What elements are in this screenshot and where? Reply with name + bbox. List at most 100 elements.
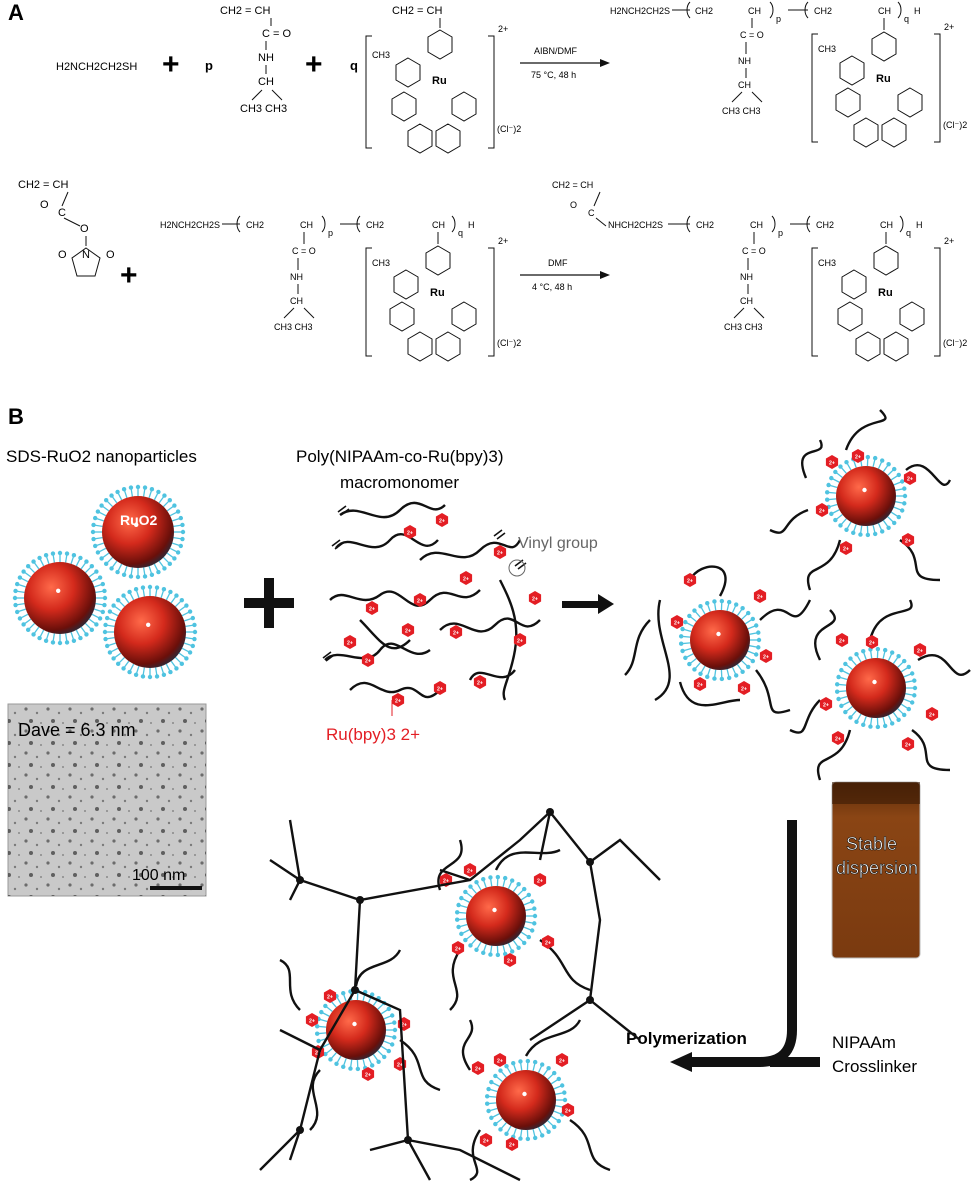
reagent-nipaam: NIPAAm xyxy=(832,1033,896,1052)
ru-complex-hexagon: 2+ xyxy=(825,455,839,469)
imide-oxygen: O xyxy=(106,249,115,261)
amide-nh-text: NH xyxy=(258,52,274,64)
polymer-chain xyxy=(868,599,913,641)
conditions-bottom: 75 °C, 48 h xyxy=(531,70,576,80)
np-ruo2-label: RuO2 xyxy=(120,512,158,528)
sds-ruo2-nanoparticle xyxy=(454,874,538,958)
decorated-nanoparticle: 2+2+2+2+2+2+ xyxy=(437,839,591,1011)
hex-charge-label: 2+ xyxy=(395,699,401,705)
ru-complex-hexagon: 2+ xyxy=(471,1061,485,1075)
polymer-chain xyxy=(498,579,518,701)
hex-charge-label: 2+ xyxy=(907,477,913,483)
hex-charge-label: 2+ xyxy=(839,639,845,645)
isopropyl-ch-text: CH xyxy=(290,296,303,306)
chain-end-h: H xyxy=(916,220,923,230)
macromonomer-reactant: H2NCH2CH2S CH2 CH p CH2 CH q H C = O NH … xyxy=(160,215,521,362)
subscript-q: q xyxy=(458,228,463,238)
ru-complex-hexagon: 2+ xyxy=(903,471,917,485)
decorated-nanoparticle: 2+2+2+2+2+2+ xyxy=(624,565,812,714)
backbone-ch: CH xyxy=(880,220,893,230)
polymer-title-line2: macromonomer xyxy=(340,473,459,492)
hex-charge-label: 2+ xyxy=(559,1059,565,1065)
hex-charge-label: 2+ xyxy=(347,641,353,647)
ru-complex-hexagon: 2+ xyxy=(831,731,845,745)
hex-charge-label: 2+ xyxy=(455,947,461,953)
polymer-chain xyxy=(339,501,446,519)
backbone-ch: CH xyxy=(748,6,761,16)
counter-ion-label: (Cl⁻)2 xyxy=(943,120,967,130)
hex-charge-label: 2+ xyxy=(509,1143,515,1149)
polymer-chain xyxy=(469,1129,481,1182)
ru-complex-hexagon: 2+ xyxy=(925,707,939,721)
ru-center: Ru xyxy=(430,287,445,299)
vinyl-end xyxy=(337,505,350,516)
hex-charge-label: 2+ xyxy=(835,737,841,743)
charge-label: 2+ xyxy=(944,22,954,32)
polymer-chain xyxy=(329,589,481,607)
nipaam-monomer: CH2 = CH C = O NH CH CH3 CH3 xyxy=(220,5,291,115)
amide-linker-text: NHCH2CH2S xyxy=(608,220,663,230)
hex-charge-label: 2+ xyxy=(365,1073,371,1079)
ru-complex-hexagon: 2+ xyxy=(305,1013,319,1027)
conditions-bottom: 4 °C, 48 h xyxy=(532,282,572,292)
vinyl-group-text: CH2 = CH xyxy=(18,179,68,191)
sds-ruo2-nanoparticle xyxy=(102,584,198,680)
vinyl-end xyxy=(331,539,344,550)
ru-complex-hexagon: 2+ xyxy=(493,1053,507,1067)
hex-charge-label: 2+ xyxy=(757,595,763,601)
ru-complex-hexagon: 2+ xyxy=(737,681,751,695)
decorated-nanoparticle: 2+ 2+ 2+ 2+ 2+ 2+ xyxy=(461,1019,611,1182)
amide-nh-text: NH xyxy=(738,56,751,66)
polymer-chain xyxy=(816,729,852,781)
subscript-p: p xyxy=(776,14,781,24)
vinyl-end xyxy=(322,651,335,662)
coefficient-q: q xyxy=(350,58,358,73)
nanoparticle-layer: 2+2+2+2+2+2+2+2+2+2+2+2+2+2+2+2+2+2+2+2+… xyxy=(12,409,971,1182)
polymer-chain xyxy=(813,609,836,661)
ru-complex-hexagon: 2+ xyxy=(759,649,773,663)
ru-complex-hexagon: 2+ xyxy=(479,1133,493,1147)
ru-complex-hexagon: 2+ xyxy=(433,681,447,695)
backbone-ch2: CH2 xyxy=(696,220,714,230)
polymer-chain xyxy=(844,409,887,451)
macromonomer-product: H2NCH2CH2S CH2 CH p CH2 CH q H C = O NH … xyxy=(610,1,967,148)
ru-complex-hexagon: 2+ xyxy=(463,863,477,877)
ru-center: Ru xyxy=(432,75,447,87)
subscript-q: q xyxy=(904,14,909,24)
tem-scale-label: 100 nm xyxy=(132,867,185,884)
methyl-text: CH3 xyxy=(818,44,836,54)
polymer-chain xyxy=(309,1069,321,1131)
carbonyl-text: C = O xyxy=(742,246,766,256)
vial-label-line2: dispersion xyxy=(836,858,918,878)
polymer-chain xyxy=(769,508,809,534)
ru-complex-hexagon: 2+ xyxy=(913,643,927,657)
amide-nh-text: NH xyxy=(290,272,303,282)
hex-charge-label: 2+ xyxy=(497,1059,503,1065)
backbone-ch: CH xyxy=(432,220,445,230)
ru-bpy-label: Ru(bpy)3 2+ xyxy=(326,725,420,744)
ru-center: Ru xyxy=(878,287,893,299)
polymer-chain xyxy=(654,599,671,702)
ru-complex-hexagon: 2+ xyxy=(533,873,547,887)
polymer-chain xyxy=(324,642,431,661)
np-title: SDS-RuO2 nanoparticles xyxy=(6,447,197,466)
methyl-pair-text: CH3 CH3 xyxy=(240,103,287,115)
ru-complex-hexagon: 2+ xyxy=(403,525,417,539)
imide-oxygen: O xyxy=(58,249,67,261)
hex-charge-label: 2+ xyxy=(565,1109,571,1115)
polymer-chain xyxy=(461,1019,474,1071)
hex-charge-label: 2+ xyxy=(477,681,483,687)
amide-carbon: C xyxy=(588,208,595,218)
polymerization-arrow xyxy=(670,820,820,1072)
sds-ruo2-nanoparticle xyxy=(12,550,108,646)
backbone-ch2: CH2 xyxy=(695,6,713,16)
hex-charge-label: 2+ xyxy=(397,1063,403,1069)
ru-complex-hexagon: 2+ xyxy=(343,635,357,649)
reagent-crosslinker: Crosslinker xyxy=(832,1057,917,1076)
tem-dave-label: Dave = 6.3 nm xyxy=(18,720,136,740)
chain-end-h: H xyxy=(468,220,475,230)
hex-charge-label: 2+ xyxy=(369,607,375,613)
coefficient-p: p xyxy=(205,58,213,73)
sds-ruo2-nanoparticle xyxy=(824,454,908,538)
hex-charge-label: 2+ xyxy=(929,713,935,719)
